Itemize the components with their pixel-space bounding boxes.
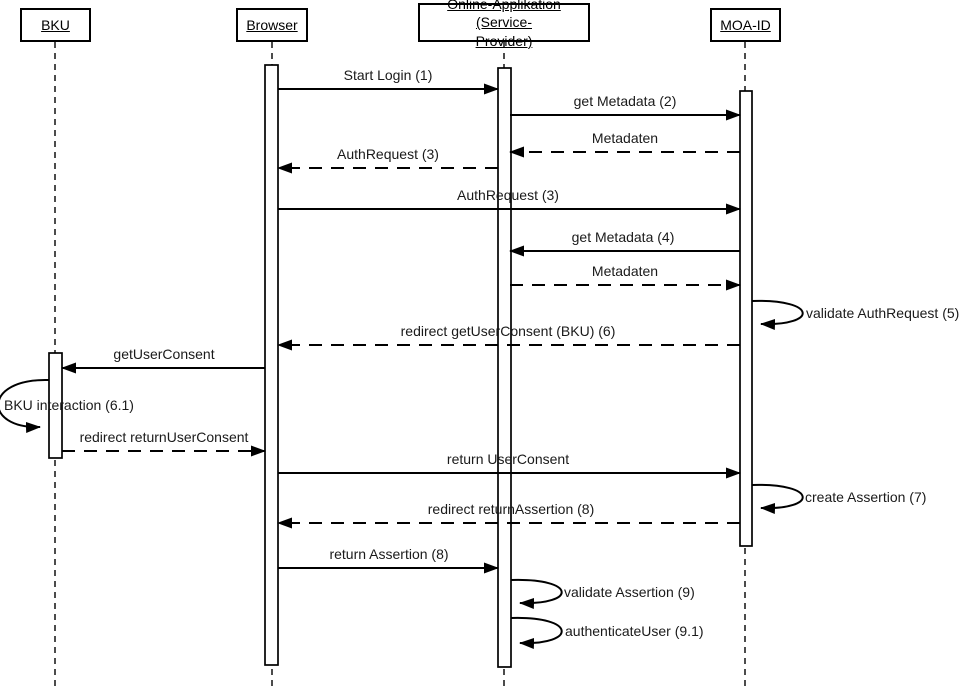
message-label-2: get Metadata (2) xyxy=(573,93,677,109)
actor-label-sp: Online-Applikation (Service- Provider) xyxy=(447,0,561,49)
actor-box-moaid: MOA-ID xyxy=(710,8,781,42)
activation-bar-bku xyxy=(48,352,63,459)
self-message-arc-bku-2 xyxy=(0,378,50,433)
self-message-label-2: BKU interaction (6.1) xyxy=(4,397,134,413)
self-message-arc-moaid-3 xyxy=(751,483,804,514)
actor-label-bku: BKU xyxy=(41,16,70,33)
message-label-13: return Assertion (8) xyxy=(329,546,449,562)
message-label-11: return UserConsent xyxy=(446,451,570,467)
self-message-label-5: authenticateUser (9.1) xyxy=(565,623,704,639)
activation-bar-sp xyxy=(497,67,512,668)
actor-box-bku: BKU xyxy=(20,8,91,42)
message-label-8: redirect getUserConsent (BKU) (6) xyxy=(400,323,616,339)
message-label-5: AuthRequest (3) xyxy=(457,187,559,203)
message-label-6: get Metadata (4) xyxy=(571,229,675,245)
activation-bar-moaid xyxy=(739,90,753,547)
self-message-arc-sp-4 xyxy=(510,578,563,609)
self-message-label-3: create Assertion (7) xyxy=(805,489,927,505)
message-label-10: redirect returnUserConsent xyxy=(79,429,249,445)
actor-box-sp: Online-Applikation (Service- Provider) xyxy=(418,0,590,49)
message-label-12: redirect returnAssertion (8) xyxy=(427,501,595,517)
self-message-arc-moaid-1 xyxy=(751,299,804,330)
message-label-1: Start Login (1) xyxy=(343,67,433,83)
self-message-label-1: validate AuthRequest (5) xyxy=(806,305,960,321)
actor-label-browser: Browser xyxy=(246,16,298,33)
actor-label-moaid: MOA-ID xyxy=(720,16,771,33)
message-label-7: Metadaten xyxy=(591,263,659,279)
self-message-arc-sp-5 xyxy=(510,616,563,649)
message-label-4: AuthRequest (3) xyxy=(337,146,439,162)
message-label-9: getUserConsent xyxy=(113,346,215,362)
activation-bar-browser xyxy=(264,64,279,666)
message-label-3: Metadaten xyxy=(591,130,659,146)
actor-box-browser: Browser xyxy=(236,8,308,42)
self-message-label-4: validate Assertion (9) xyxy=(564,584,695,600)
